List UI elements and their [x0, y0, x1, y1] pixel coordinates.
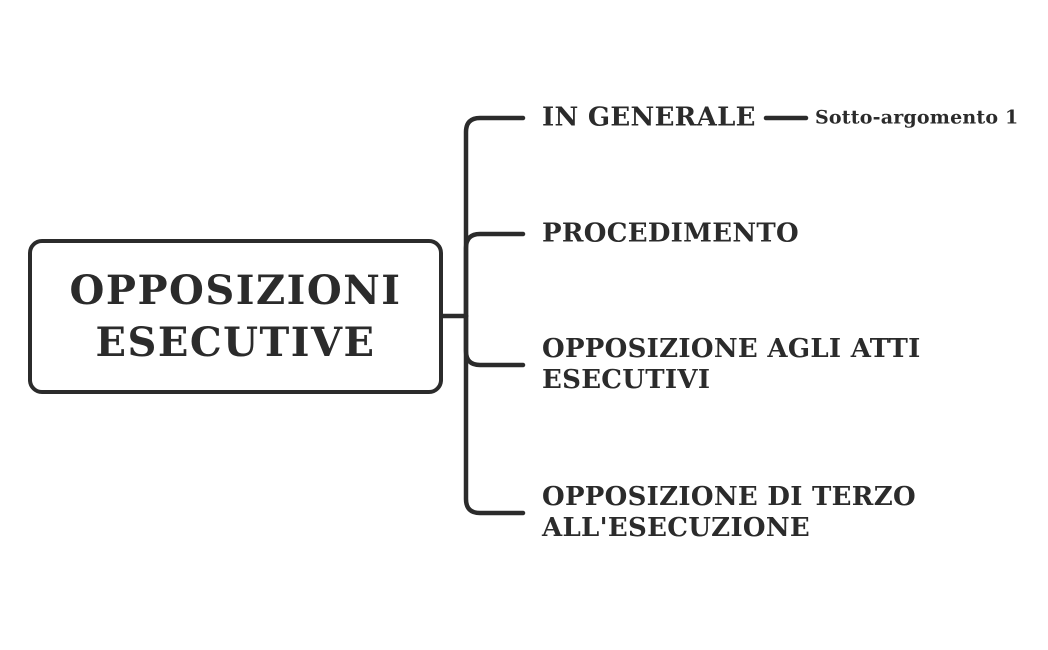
subtopic-sotto-argomento-1[interactable]: Sotto-argomento 1	[815, 106, 1019, 129]
connector-branch-1	[463, 115, 526, 319]
connector-branch-2	[463, 231, 526, 319]
connector-branch-3	[463, 313, 526, 368]
topic-in-generale[interactable]: IN GENERALE	[542, 102, 756, 133]
topic-opposizione-di-terzo[interactable]: OPPOSIZIONE DI TERZO ALL'ESECUZIONE	[542, 482, 916, 543]
root-node[interactable]: OPPOSIZIONI ESECUTIVE	[28, 239, 443, 394]
connector-branch-4	[463, 313, 526, 516]
topic-opposizione-agli-atti-esecutivi[interactable]: OPPOSIZIONE AGLI ATTI ESECUTIVI	[542, 334, 921, 395]
root-node-label: OPPOSIZIONI ESECUTIVE	[69, 266, 402, 366]
topic-procedimento[interactable]: PROCEDIMENTO	[542, 218, 799, 249]
